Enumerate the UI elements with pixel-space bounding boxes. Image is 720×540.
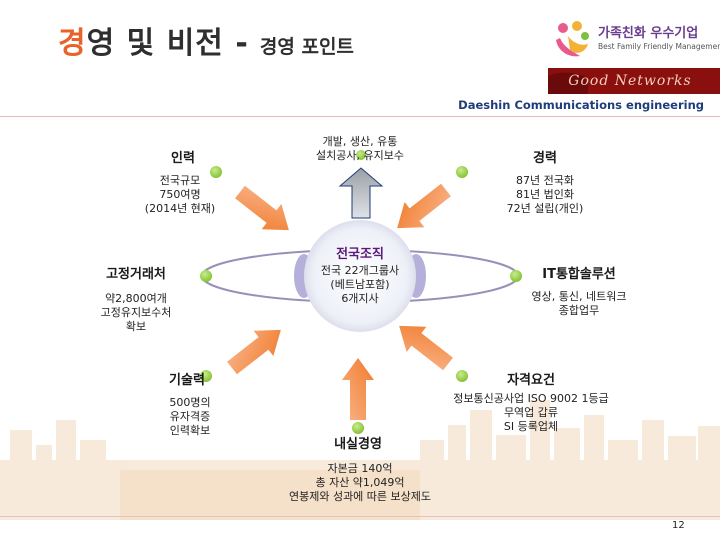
arrow-up-grey bbox=[338, 167, 384, 219]
page-number: 12 bbox=[672, 520, 685, 531]
manpower-line-1: 전국규모 bbox=[159, 174, 201, 187]
center-sphere bbox=[304, 220, 416, 332]
dot-internal bbox=[352, 422, 364, 434]
manpower-block: 인력 전국규모 750여명 (2014년 현재) bbox=[130, 152, 230, 216]
arrow-from-internal bbox=[342, 358, 374, 420]
clients-block: 고정거래처 약2,800여개 고정유지보수처 확보 bbox=[76, 268, 196, 334]
footer-divider bbox=[0, 516, 720, 517]
center-block: 전국조직 전국 22개그룹사 (베트남포함) 6개지사 bbox=[300, 248, 420, 306]
it-solution-block: IT통합솔루션 영상, 통신, 네트워크 종합업무 bbox=[500, 268, 630, 318]
clients-title: 고정거래처 bbox=[106, 267, 166, 282]
experience-line-2: 81년 법인화 bbox=[516, 188, 574, 201]
center-title: 전국조직 bbox=[336, 247, 384, 262]
dot-it bbox=[510, 270, 522, 282]
arrow-from-tech bbox=[227, 329, 281, 375]
family-friendly-logo: 가족친화 우수기업 Best Family Friendly Managemen… bbox=[550, 18, 720, 62]
banner-text: Good Networks bbox=[568, 73, 692, 89]
center-line-1: 전국 22개그룹사 bbox=[320, 264, 400, 277]
tech-title: 기술력 bbox=[169, 373, 205, 388]
manpower-line-3: (2014년 현재) bbox=[144, 202, 216, 215]
experience-line-1: 87년 전국화 bbox=[516, 174, 574, 187]
qualification-block: 자격요건 정보통신공사업 ISO 9002 1등급 무역업 갑류 SI 등록업체 bbox=[436, 374, 626, 434]
qualification-line-3: SI 등록업체 bbox=[503, 420, 559, 433]
arrow-from-qualification bbox=[399, 325, 453, 371]
internal-line-3: 연봉제와 성과에 따른 보상제도 bbox=[288, 490, 432, 503]
tech-line-2: 유자격증 bbox=[169, 410, 211, 423]
logo-title: 가족친화 우수기업 bbox=[598, 26, 699, 41]
header-divider bbox=[0, 116, 720, 117]
tech-line-3: 인력확보 bbox=[169, 424, 211, 437]
page-title: 경영 및 비전 - 경영 포인트 bbox=[58, 18, 354, 62]
dot-top bbox=[356, 150, 366, 160]
it-solution-title: IT통합솔루션 bbox=[542, 267, 616, 282]
internal-title: 내실경영 bbox=[334, 437, 382, 452]
dot-clients bbox=[200, 270, 212, 282]
top-line-1: 개발, 생산, 유통 bbox=[322, 135, 398, 148]
good-networks-banner: Good Networks bbox=[548, 68, 720, 94]
internal-title-wrap: 내실경영 bbox=[308, 438, 408, 452]
dot-experience bbox=[456, 166, 468, 178]
clients-line-1: 약2,800여개 bbox=[105, 292, 167, 305]
qualification-line-2: 무역업 갑류 bbox=[503, 406, 559, 419]
internal-block: 자본금 140억 총 자산 약1,049억 연봉제와 성과에 따른 보상제도 bbox=[250, 462, 470, 504]
dot-qualification bbox=[456, 370, 468, 382]
center-line-3: 6개지사 bbox=[341, 292, 379, 305]
family-heart-icon bbox=[556, 21, 589, 57]
internal-line-2: 총 자산 약1,049억 bbox=[315, 476, 405, 489]
title-main-text: 영 및 비전 - bbox=[86, 26, 249, 61]
it-solution-line-1: 영상, 통신, 네트워크 bbox=[531, 290, 627, 303]
center-line-2: (베트남포함) bbox=[330, 278, 390, 291]
top-line-2: 설치공사, 유지보수 bbox=[316, 149, 404, 162]
arrow-from-experience bbox=[397, 183, 451, 229]
clients-line-2: 고정유지보수처 bbox=[100, 306, 172, 319]
internal-line-1: 자본금 140억 bbox=[327, 462, 393, 475]
page-subtitle: 경영 포인트 bbox=[259, 36, 354, 58]
qualification-title: 자격요건 bbox=[507, 373, 555, 388]
logo-subtitle: Best Family Friendly Management bbox=[598, 42, 720, 51]
tech-line-1: 500명의 bbox=[169, 396, 211, 409]
title-first-char: 경 bbox=[58, 26, 87, 61]
banner-swoosh-icon bbox=[548, 72, 588, 94]
experience-block: 경력 87년 전국화 81년 법인화 72년 설립(개인) bbox=[490, 152, 600, 216]
company-name: Daeshin Communications engineering bbox=[458, 98, 704, 112]
dot-tech bbox=[200, 370, 212, 382]
experience-title: 경력 bbox=[533, 151, 557, 166]
manpower-title: 인력 bbox=[171, 151, 195, 166]
qualification-line-1: 정보통신공사업 ISO 9002 1등급 bbox=[453, 392, 609, 405]
top-text: 개발, 생산, 유통 설치공사, 유지보수 bbox=[300, 135, 420, 163]
manpower-line-2: 750여명 bbox=[159, 188, 201, 201]
arrow-from-manpower bbox=[235, 185, 289, 231]
experience-line-3: 72년 설립(개인) bbox=[506, 202, 584, 215]
dot-manpower bbox=[210, 166, 222, 178]
clients-line-3: 확보 bbox=[125, 320, 147, 333]
it-solution-line-2: 종합업무 bbox=[558, 304, 600, 317]
tech-block: 기술력 500명의 유자격증 인력확보 bbox=[150, 374, 230, 438]
